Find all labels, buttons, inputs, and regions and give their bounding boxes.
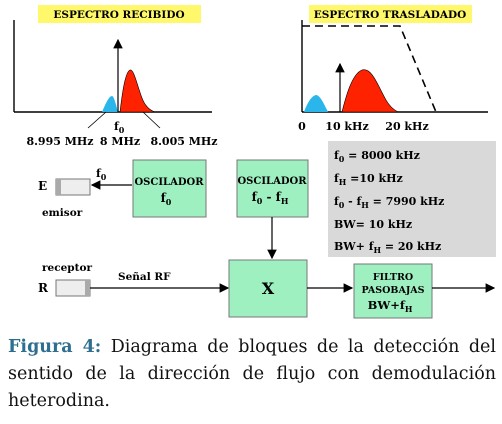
receiver-transducer-edge bbox=[85, 280, 90, 296]
spectrum-shifted-title-bg bbox=[309, 5, 472, 23]
received-tick-center: 8 MHz bbox=[100, 135, 140, 148]
spectrum-shifted-title: ESPECTRO TRASLADADO bbox=[314, 9, 467, 21]
receiver: receptor R Señal RF bbox=[38, 262, 230, 297]
emitter-transducer-edge bbox=[56, 179, 61, 195]
tick-pointer-right bbox=[142, 111, 161, 129]
param-bw-plus-fh: BW+ fH = 20 kHz bbox=[334, 240, 441, 255]
oscillator-f0-fh-block: OSCILADOR f0 - fH bbox=[236, 159, 309, 218]
receiver-letter: R bbox=[38, 281, 49, 295]
receiver-transducer bbox=[55, 279, 91, 297]
caption-text: Diagrama de bloques de la detección del … bbox=[8, 337, 496, 411]
lowpass-envelope bbox=[302, 25, 437, 113]
param-fh: fH =10 kHz bbox=[334, 172, 403, 187]
emitter-freq: f0 bbox=[96, 167, 107, 182]
oscillator-f0-fh-freq: f0 - fH bbox=[252, 190, 289, 206]
mixer-box bbox=[228, 259, 308, 318]
shifted-tick-10k: 10 kHz bbox=[325, 120, 368, 133]
spectrum-received: ESPECTRO RECIBIDO f0 8.995 MHz 8 MHz 8.0… bbox=[13, 5, 218, 148]
oscillator-f0-freq: f0 bbox=[161, 191, 172, 207]
shifted-upper-sideband bbox=[341, 69, 399, 113]
spectrum-received-title-bg bbox=[38, 5, 201, 23]
shifted-tick-zero: 0 bbox=[298, 120, 306, 133]
emitter-transducer bbox=[55, 178, 91, 196]
parameters-box: f0 = 8000 kHz fH =10 kHz f0 - fH = 7990 … bbox=[328, 141, 496, 257]
tick-pointer-left bbox=[87, 111, 107, 129]
lowpass-filter-block: FILTRO PASOBAJAS BW+fH bbox=[353, 263, 433, 319]
emitter: E emisor f0 bbox=[38, 167, 132, 219]
parameters-box-bg bbox=[328, 141, 496, 257]
shifted-tick-20k: 20 kHz bbox=[385, 120, 428, 133]
param-bw: BW= 10 kHz bbox=[334, 218, 412, 231]
emitter-letter: E bbox=[38, 179, 47, 193]
receiver-label: receptor bbox=[42, 262, 92, 274]
rf-signal-label: Señal RF bbox=[118, 271, 171, 283]
oscillator-f0-title: OSCILADOR bbox=[134, 177, 204, 188]
received-center-label: f0 bbox=[114, 120, 125, 135]
oscillator-f0-block: OSCILADOR f0 bbox=[132, 159, 207, 218]
filter-bandwidth: BW+fH bbox=[368, 298, 413, 314]
oscillator-f0-fh-box bbox=[236, 159, 309, 218]
filter-title: FILTRO bbox=[373, 272, 413, 283]
lowpass-filter-box bbox=[353, 263, 433, 319]
received-lower-sideband bbox=[102, 96, 118, 112]
mixer-label: X bbox=[262, 279, 275, 298]
spectrum-shifted: ESPECTRO TRASLADADO 0 10 kHz 20 kHz bbox=[298, 5, 488, 133]
param-f0: f0 = 8000 kHz bbox=[334, 149, 420, 164]
received-tick-right: 8.005 MHz bbox=[150, 135, 217, 148]
oscillator-f0-box bbox=[132, 159, 207, 218]
param-f0-minus-fh: f0 - fH = 7990 kHz bbox=[334, 195, 444, 210]
oscillator-f0-fh-title: OSCILADOR bbox=[237, 176, 307, 187]
caption-label: Figura 4: bbox=[8, 337, 102, 357]
filter-type: PASOBAJAS bbox=[361, 285, 424, 296]
spectrum-received-title: ESPECTRO RECIBIDO bbox=[53, 9, 184, 21]
received-tick-left: 8.995 MHz bbox=[26, 135, 93, 148]
mixer-block: X bbox=[228, 259, 308, 318]
figure-caption: Figura 4: Diagrama de bloques de la dete… bbox=[8, 334, 496, 415]
shifted-lower-sideband bbox=[304, 95, 328, 112]
received-upper-sideband bbox=[119, 69, 156, 113]
emitter-label: emisor bbox=[42, 207, 83, 219]
